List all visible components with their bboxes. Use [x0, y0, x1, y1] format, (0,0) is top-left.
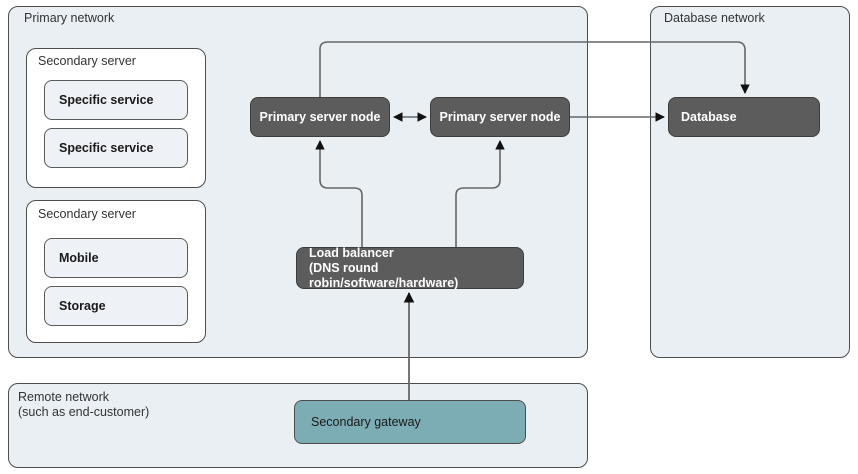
container-remote-network-label: Remote network (such as end-customer)	[18, 390, 150, 419]
primary-server-node-right[interactable]: Primary server node	[430, 97, 570, 137]
service-label: Storage	[59, 299, 106, 313]
secondary-gateway[interactable]: Secondary gateway	[294, 400, 526, 444]
service-box-specific-service-1[interactable]: Specific service	[44, 80, 188, 120]
service-label: Mobile	[59, 251, 99, 265]
node-label: Primary server node	[259, 109, 381, 124]
load-balancer-node[interactable]: Load balancer (DNS round robin/software/…	[296, 245, 524, 290]
service-label: Specific service	[59, 141, 154, 155]
container-primary-network-label: Primary network	[24, 11, 115, 25]
primary-server-node-left[interactable]: Primary server node	[250, 97, 390, 137]
secondary-server-2-label: Secondary server	[38, 207, 136, 221]
node-label: Primary server node	[439, 109, 561, 124]
service-box-storage[interactable]: Storage	[44, 286, 188, 326]
database-node[interactable]: Database	[668, 97, 820, 137]
secondary-server-1-label: Secondary server	[38, 54, 136, 68]
gateway-label: Secondary gateway	[311, 415, 421, 429]
container-database-network-label: Database network	[664, 11, 765, 25]
node-label: Database	[681, 109, 737, 124]
service-label: Specific service	[59, 93, 154, 107]
node-label: Load balancer (DNS round robin/software/…	[309, 245, 459, 290]
service-box-specific-service-2[interactable]: Specific service	[44, 128, 188, 168]
container-database-network	[650, 6, 850, 358]
service-box-mobile[interactable]: Mobile	[44, 238, 188, 278]
